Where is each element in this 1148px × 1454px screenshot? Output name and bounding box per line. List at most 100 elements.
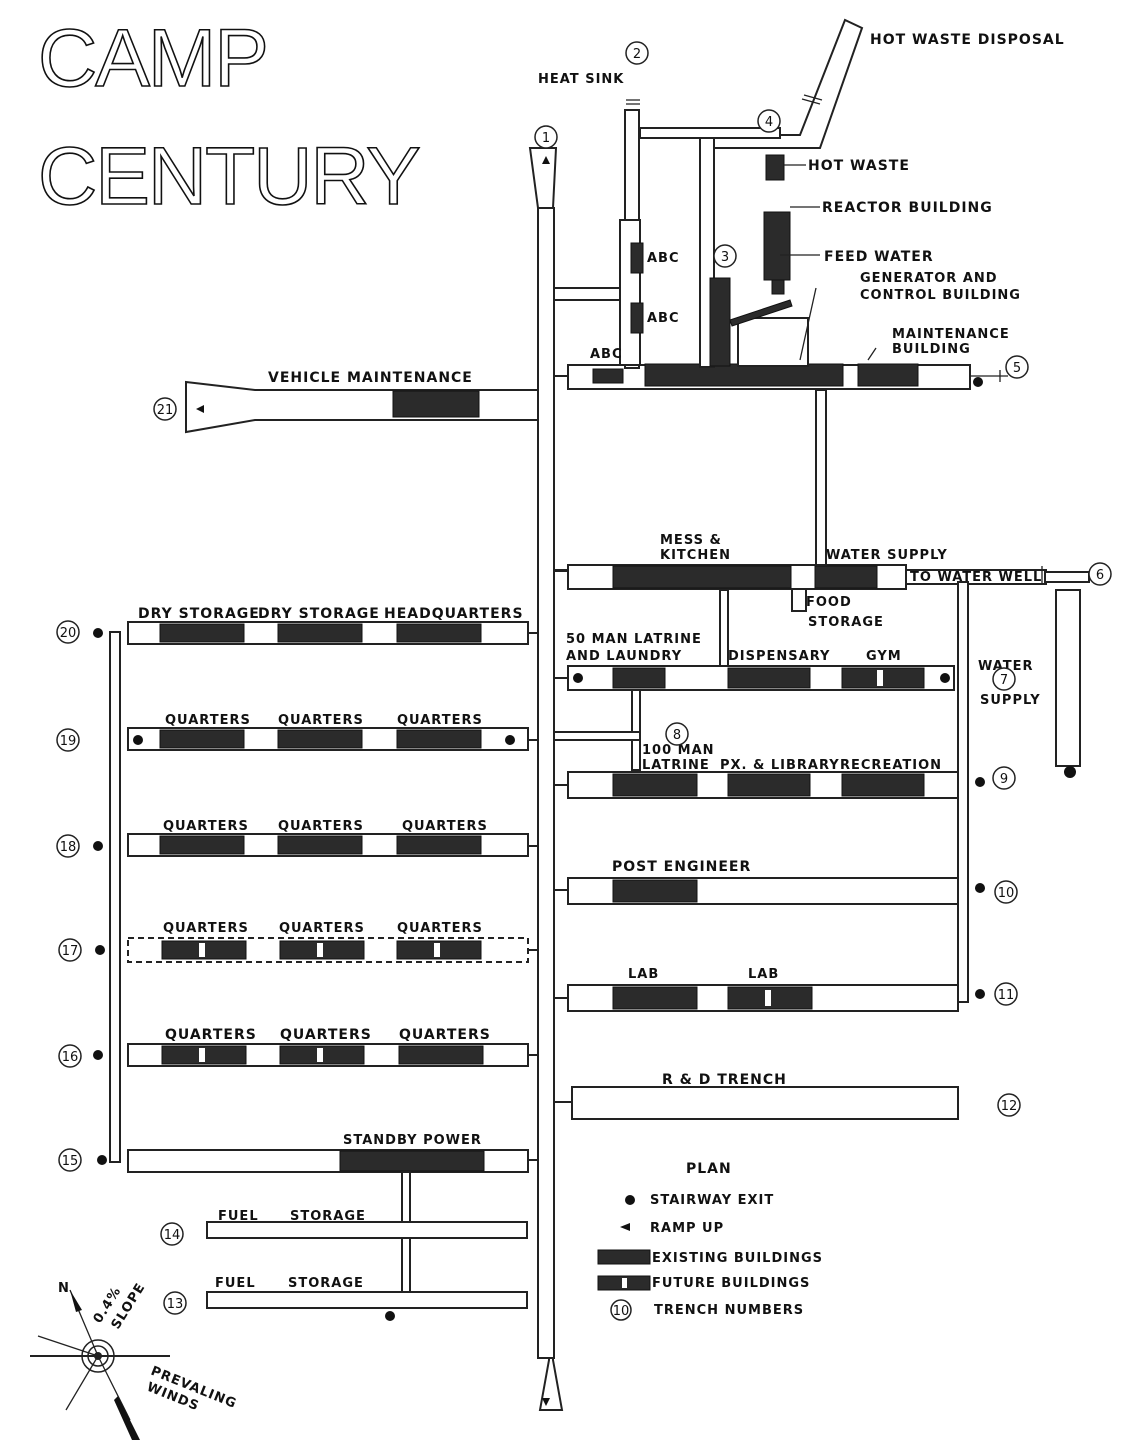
label-quarters-19b: QUARTERS — [278, 713, 364, 728]
label-abc-2: ABC — [647, 311, 680, 326]
px-library-building — [727, 773, 811, 797]
labels: HOT WASTE DISPOSAL HEAT SINK HOT WASTE R… — [138, 32, 1065, 1291]
label-mess-1: MESS & — [660, 533, 722, 548]
trench-number-circle — [757, 109, 781, 133]
label-headquarters: HEADQUARTERS — [384, 606, 524, 622]
quarters-building-18c — [396, 835, 482, 855]
label-quarters-19c: QUARTERS — [397, 713, 483, 728]
abc-building-3 — [592, 368, 624, 384]
hot-waste-building — [765, 154, 785, 181]
reactor-area — [553, 18, 1008, 390]
label-generator-1: GENERATOR AND — [860, 271, 998, 286]
title-line-2: CENTURY — [38, 131, 419, 222]
trench-number-6: 6 — [1096, 568, 1104, 583]
trench-number-circle — [994, 880, 1018, 904]
quarters-building-19a — [159, 729, 245, 749]
ramp-up-icon — [620, 1223, 630, 1231]
west-trenches — [93, 621, 572, 1321]
dispensary-building — [727, 667, 811, 689]
quarters-building-16c — [398, 1045, 484, 1065]
legend-trench-numbers: TRENCH NUMBERS — [654, 1303, 804, 1318]
legend-title: PLAN — [686, 1161, 732, 1177]
trench-number-circle — [992, 667, 1016, 691]
label-hot-waste-disposal: HOT WASTE DISPOSAL — [870, 32, 1065, 48]
label-vehicle-maintenance: VEHICLE MAINTENANCE — [268, 370, 473, 386]
mess-kitchen-building — [612, 565, 792, 589]
rd-trench — [571, 1086, 959, 1120]
label-quarters-17c: QUARTERS — [397, 921, 483, 936]
label-dry-storage-1: DRY STORAGE — [138, 606, 260, 622]
wind-arrow-icon — [114, 1396, 140, 1440]
water-supply-building — [814, 565, 878, 589]
label-quarters-19a: QUARTERS — [165, 713, 251, 728]
trench-number-circle — [56, 834, 80, 858]
north-arrow-icon — [70, 1290, 82, 1312]
label-food-1: FOOD — [806, 595, 852, 610]
trench-number-circle — [713, 244, 737, 268]
trench-number-11: 11 — [998, 988, 1015, 1003]
fuel-storage-trench-14 — [206, 1221, 528, 1239]
trench-number-circle — [153, 397, 177, 421]
label-standby-power: STANDBY POWER — [343, 1133, 482, 1148]
trench-number-circle — [58, 1044, 82, 1068]
trench-number-5: 5 — [1013, 361, 1021, 376]
label-maintenance-1: MAINTENANCE — [892, 327, 1010, 342]
compass-north: N — [58, 1281, 70, 1296]
label-water-supply-top: WATER SUPPLY — [826, 548, 948, 563]
label-rd-trench: R & D TRENCH — [662, 1072, 787, 1088]
latrine-50-building — [612, 667, 666, 689]
stairway-exit-5 — [973, 377, 983, 387]
legend-stairway: STAIRWAY EXIT — [650, 1193, 774, 1208]
label-quarters-18a: QUARTERS — [163, 819, 249, 834]
latrine-100-building — [612, 773, 698, 797]
trench-number-19: 19 — [60, 734, 77, 749]
vehicle-maintenance-building — [392, 390, 480, 418]
legend-existing: EXISTING BUILDINGS — [652, 1251, 823, 1266]
lab-building-1 — [612, 986, 698, 1010]
ramp-up-icon-south — [542, 1398, 550, 1406]
trench-number-1: 1 — [542, 131, 550, 146]
trench-number-circle — [58, 938, 82, 962]
post-engineer-building — [612, 879, 698, 903]
label-maintenance-2: BUILDING — [892, 342, 971, 357]
trench-number-7: 7 — [1000, 673, 1008, 688]
label-latrine100-2: LATRINE — [642, 758, 710, 773]
quarters-building-19b — [277, 729, 363, 749]
ramp-up-icon-north — [542, 156, 550, 164]
legend-ramp: RAMP UP — [650, 1221, 724, 1236]
title-line-1: CAMP — [38, 13, 267, 104]
trench-number-circle — [163, 1291, 187, 1315]
label-generator-2: CONTROL BUILDING — [860, 288, 1021, 303]
headquarters-building — [396, 623, 482, 643]
maintenance-building — [857, 363, 919, 387]
trench-number-circle — [994, 982, 1018, 1006]
label-lab-2: LAB — [748, 967, 779, 982]
trench-number-4: 4 — [765, 115, 773, 130]
label-feed-water: FEED WATER — [824, 249, 934, 265]
trench-number-15: 15 — [62, 1154, 79, 1169]
label-heat-sink: HEAT SINK — [538, 72, 624, 87]
label-food-2: STORAGE — [808, 615, 884, 630]
trench-number-17: 17 — [62, 944, 79, 959]
quarters-building-19c — [396, 729, 482, 749]
trench-number-circle — [1005, 355, 1029, 379]
label-quarters-16b: QUARTERS — [280, 1027, 372, 1043]
label-fuel-14b: STORAGE — [290, 1209, 366, 1224]
dry-storage-building-2 — [277, 623, 363, 643]
label-latrine50-2: AND LAUNDRY — [566, 649, 682, 664]
label-quarters-17a: QUARTERS — [163, 921, 249, 936]
label-water-supply-1: WATER — [978, 659, 1034, 674]
trench-number-circle — [665, 722, 689, 746]
label-abc-1: ABC — [647, 251, 680, 266]
trench-number-circle — [997, 1093, 1021, 1117]
label-latrine100-1: 100 MAN — [642, 743, 715, 758]
fuel-storage-trench-13 — [206, 1291, 528, 1309]
quarters-building-18a — [159, 835, 245, 855]
standby-power-building — [339, 1150, 485, 1172]
trench-number-9: 9 — [1000, 772, 1008, 787]
label-to-water-well: TO WATER WELL — [910, 570, 1042, 585]
trench-number-10: 10 — [998, 886, 1015, 901]
abc-building-2 — [630, 302, 644, 334]
